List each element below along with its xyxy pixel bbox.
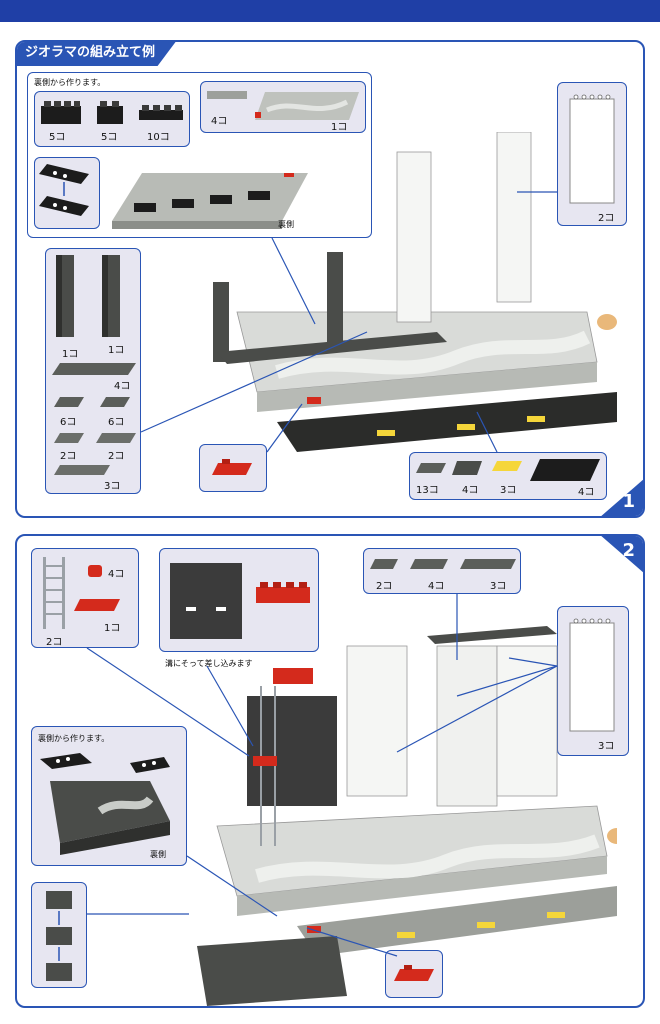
dark-plate-2x2 — [452, 461, 482, 475]
count-label: 2コ — [108, 451, 125, 462]
parts-box-red-tile — [385, 950, 443, 998]
count-label: 4コ — [428, 581, 445, 592]
top-banner — [0, 0, 660, 22]
parts-box-back-subassembly: 裏側から作ります。 裏側 — [31, 726, 187, 866]
count-label: 4コ — [211, 116, 228, 127]
count-label: 2コ — [598, 213, 615, 224]
parts-box-white-wall: 3コ — [557, 606, 629, 756]
red-plate — [394, 965, 434, 981]
count-label: 13コ — [416, 485, 439, 496]
count-label: 2コ — [60, 451, 77, 462]
parts-box-ladder: 2コ 4コ 1コ — [31, 548, 139, 648]
parts-box-top-tiles: 2コ 4コ 3コ — [363, 548, 521, 594]
yellow-tile — [492, 461, 522, 471]
dark-plate-long — [52, 363, 136, 375]
count-label: 3コ — [104, 481, 121, 492]
parts-box-tile-detail — [34, 157, 100, 229]
dark-plate-small — [54, 397, 84, 407]
dark-tile — [370, 559, 398, 569]
dark-tile — [460, 559, 516, 569]
grey-tile-plate — [207, 91, 247, 99]
count-label: 2コ — [376, 581, 393, 592]
page-title: ジオラマの組み立て例 — [17, 42, 178, 66]
note-back: 裏側 — [150, 850, 166, 859]
parts-box-white-wall: 2コ — [557, 82, 627, 226]
dark-tile-small — [54, 433, 84, 443]
white-wall-panel — [569, 618, 615, 732]
note-back: 裏側 — [278, 220, 294, 229]
count-label: 1コ — [108, 345, 125, 356]
black-tile-stack — [39, 164, 89, 216]
red-round-brick — [88, 565, 102, 577]
count-label: 3コ — [500, 485, 517, 496]
step-1-model-illustration — [213, 132, 617, 452]
count-label: 4コ — [462, 485, 479, 496]
dark-tile-long — [54, 465, 110, 475]
dark-pillar — [102, 255, 120, 337]
red-plate — [212, 459, 252, 475]
step-1-panel: ジオラマの組み立て例 1 裏側から作ります。 5コ 5コ 10コ 4コ 1コ — [15, 40, 645, 518]
parts-box-stacking — [31, 882, 87, 988]
dark-tile — [410, 559, 448, 569]
red-plate-long — [74, 599, 120, 611]
dark-tile-medium — [96, 433, 136, 443]
dark-wall-panel — [170, 563, 242, 639]
count-label: 5コ — [49, 132, 66, 143]
red-brick-1x4 — [256, 582, 310, 603]
note-build-from-back: 裏側から作ります。 — [38, 734, 110, 743]
white-wall-panel — [569, 94, 615, 204]
parts-box-bottom-row: 13コ 4コ 3コ 4コ — [409, 452, 607, 500]
parts-box-left-column: 1コ 1コ 4コ 6コ 6コ 2コ 2コ 3コ — [45, 248, 141, 494]
parts-box-dark-wall — [159, 548, 319, 652]
count-label: 5コ — [101, 132, 118, 143]
count-label: 10コ — [147, 132, 170, 143]
count-label: 3コ — [598, 741, 615, 752]
dark-plate-small — [100, 397, 130, 407]
step-1-number: 1 — [622, 491, 635, 512]
count-label: 4コ — [114, 381, 131, 392]
brick-stack-sequence — [46, 891, 72, 981]
count-label: 6コ — [108, 417, 125, 428]
parts-box-black-bricks: 5コ 5コ 10コ — [34, 91, 190, 147]
step-2-number: 2 — [622, 540, 635, 561]
count-label: 4コ — [578, 487, 595, 498]
black-plate-2x4 — [139, 105, 183, 120]
count-label: 6コ — [60, 417, 77, 428]
black-brick-2x4 — [41, 101, 81, 124]
black-base-plate — [530, 459, 600, 481]
count-label: 3コ — [490, 581, 507, 592]
dark-pillar — [56, 255, 74, 337]
count-label: 1コ — [104, 623, 121, 634]
subassembly-frame: 裏側から作ります。 5コ 5コ 10コ 4コ 1コ 裏側 — [27, 72, 372, 238]
parts-box-red-tile — [199, 444, 267, 492]
black-brick-2x2 — [97, 101, 123, 124]
parts-box-base-plates: 4コ 1コ — [200, 81, 366, 133]
back-subassembly — [40, 753, 170, 855]
note-build-from-back: 裏側から作ります。 — [34, 78, 106, 87]
dark-tile-1x2 — [416, 463, 446, 473]
count-label: 4コ — [108, 569, 125, 580]
step-2-model-illustration — [197, 626, 617, 1006]
count-label: 1コ — [62, 349, 79, 360]
base-plate-with-path — [255, 92, 359, 120]
subassembly-underside — [112, 173, 308, 229]
count-label: 2コ — [46, 637, 63, 648]
count-label: 1コ — [331, 122, 348, 133]
step-2-panel: 2 2コ 4コ 1コ 2コ 4コ 3コ 3コ 溝にそって差し込みます 裏側から作… — [15, 534, 645, 1008]
ladder-piece — [43, 557, 65, 629]
